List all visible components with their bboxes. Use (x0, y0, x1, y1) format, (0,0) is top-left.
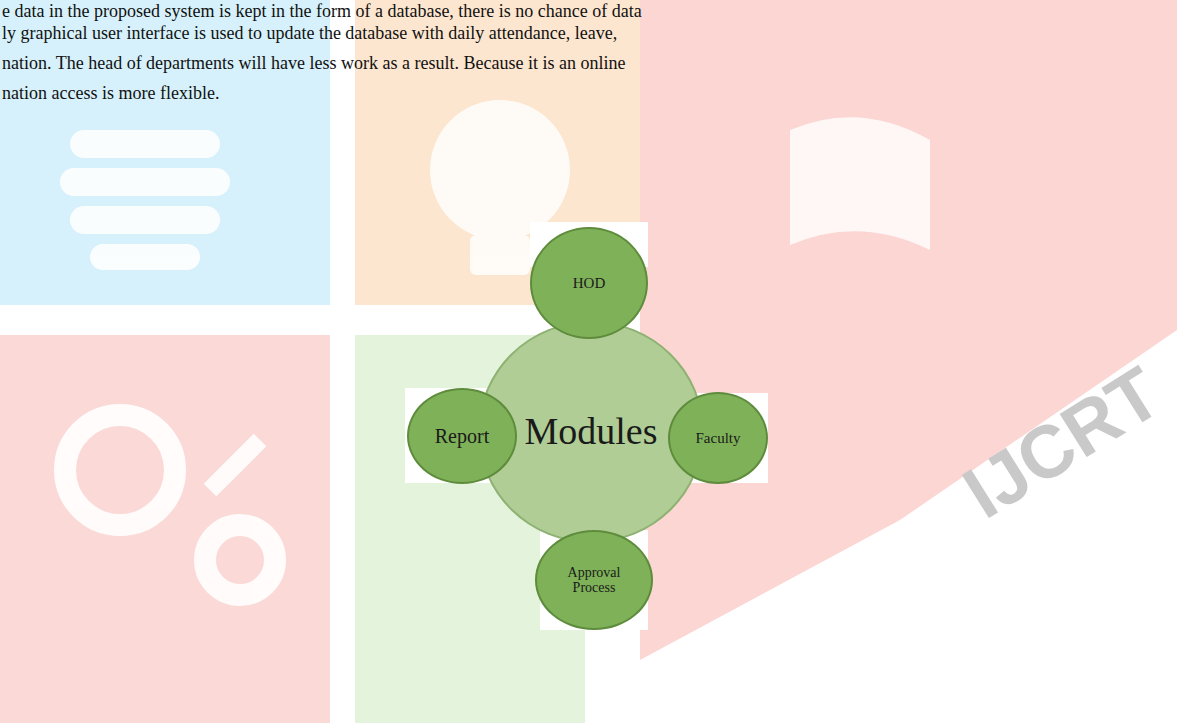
backing-square (668, 393, 768, 483)
paragraph-line: ly graphical user interface is used to u… (2, 22, 617, 44)
module-label: Report (435, 425, 489, 447)
paragraph-line: e data in the proposed system is kept in… (2, 0, 642, 22)
paragraph-line: nation access is more flexible. (2, 82, 219, 104)
gear-arm (210, 440, 260, 490)
paragraph-line: nation. The head of departments will hav… (2, 52, 626, 74)
hand-icon (60, 130, 230, 270)
pink-tile (0, 335, 330, 723)
module-circle: Faculty (668, 392, 768, 484)
module-label: Approval Process (559, 565, 629, 596)
book-icon (790, 117, 930, 250)
blue-tile (0, 0, 330, 305)
module-label: Faculty (696, 430, 741, 447)
pink-play-shape (640, 0, 1177, 660)
module-circle: HOD (530, 227, 648, 339)
module-label: Modules (525, 411, 658, 453)
module-circle: Approval Process (535, 530, 653, 630)
gear-icon (65, 415, 275, 595)
module-label: HOD (573, 275, 606, 292)
module-circle: Report (407, 388, 517, 484)
